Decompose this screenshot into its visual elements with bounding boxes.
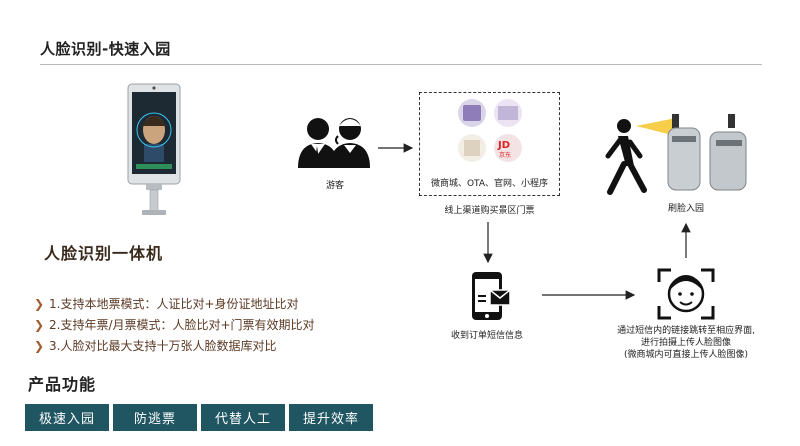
feature-item: ❯ 2.支持年票/月票模式：人脸比对+门票有效期比对 bbox=[34, 314, 315, 335]
tag-anti-evasion: 防逃票 bbox=[113, 404, 197, 431]
page-title: 人脸识别-快速入园 bbox=[40, 40, 171, 58]
jd-logo-text: JD bbox=[497, 140, 510, 151]
channel-thumbnails: JD 京东 bbox=[458, 99, 522, 162]
feature-item: ❯ 3.人脸对比最大支持十万张人脸数据库对比 bbox=[34, 335, 315, 356]
upload-line-1: 通过短信内的链接跳转至相应界面, bbox=[617, 326, 755, 336]
purchase-label: 线上渠道购买景区门票 bbox=[444, 206, 535, 216]
chevron-right-icon: ❯ bbox=[34, 317, 45, 332]
upload-line-3: (微商城内可直接上传人脸图像) bbox=[623, 350, 749, 360]
jd-logo-subtext: 京东 bbox=[499, 151, 511, 159]
tag-replace-labor: 代替人工 bbox=[201, 404, 285, 431]
title-divider bbox=[40, 64, 762, 65]
channels-label: 微商城、OTA、官网、小程序 bbox=[430, 179, 549, 189]
product-functions-title: 产品功能 bbox=[28, 375, 97, 394]
channels-box bbox=[419, 92, 560, 196]
upload-line-2: 进行拍摄上传人脸图像 bbox=[640, 338, 731, 348]
upload-instructions: 通过短信内的链接跳转至相应界面, 进行拍摄上传人脸图像 (微商城内可直接上传人脸… bbox=[606, 325, 766, 361]
feature-text: 1.支持本地票模式：人证比对+身份证地址比对 bbox=[49, 297, 299, 311]
tag-fast-entry: 极速入园 bbox=[25, 404, 109, 431]
scan-beam bbox=[636, 118, 676, 136]
feature-text: 3.人脸对比最大支持十万张人脸数据库对比 bbox=[49, 339, 277, 353]
device-title: 人脸识别一体机 bbox=[44, 244, 164, 263]
visitors-icon bbox=[298, 118, 370, 168]
visitor-label: 游客 bbox=[325, 181, 344, 191]
walking-person-icon bbox=[605, 119, 647, 195]
turnstile-gate-icon bbox=[667, 114, 747, 191]
gate-label: 刷脸入园 bbox=[667, 204, 704, 214]
chevron-right-icon: ❯ bbox=[34, 338, 45, 353]
face-terminal-image bbox=[127, 83, 181, 215]
chevron-right-icon: ❯ bbox=[34, 296, 45, 311]
face-scan-icon bbox=[657, 268, 715, 320]
feature-list: ❯ 1.支持本地票模式：人证比对+身份证地址比对 ❯ 2.支持年票/月票模式：人… bbox=[34, 293, 315, 356]
function-tags: 极速入园 防逃票 代替人工 提升效率 bbox=[25, 404, 373, 431]
sms-label: 收到订单短信信息 bbox=[450, 331, 523, 341]
feature-item: ❯ 1.支持本地票模式：人证比对+身份证地址比对 bbox=[34, 293, 315, 314]
tag-improve-efficiency: 提升效率 bbox=[289, 404, 373, 431]
phone-sms-icon bbox=[472, 272, 511, 320]
feature-text: 2.支持年票/月票模式：人脸比对+门票有效期比对 bbox=[49, 318, 315, 332]
